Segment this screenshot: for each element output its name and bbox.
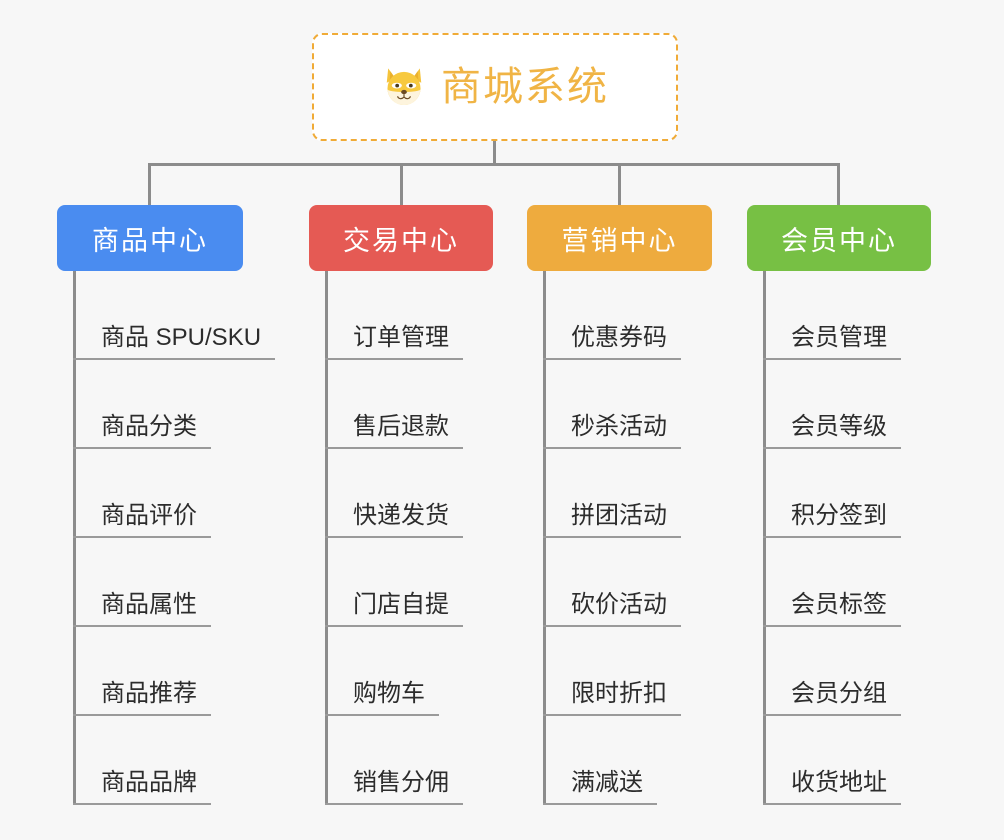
list-item[interactable]: 满减送 xyxy=(543,716,757,805)
spine-3 xyxy=(543,271,546,805)
list-item[interactable]: 秒杀活动 xyxy=(543,360,757,449)
leaf-label: 购物车 xyxy=(325,680,439,716)
category-column-会员中心: 会员中心 会员管理 会员等级 积分签到 会员标签 会员分组 收货地址 xyxy=(747,205,977,805)
list-item[interactable]: 会员标签 xyxy=(763,538,977,627)
leaf-list-4: 会员管理 会员等级 积分签到 会员标签 会员分组 收货地址 xyxy=(747,271,977,805)
spine-4 xyxy=(763,271,766,805)
leaf-list-3: 优惠券码 秒杀活动 拼团活动 砍价活动 限时折扣 满减送 xyxy=(527,271,757,805)
list-item[interactable]: 售后退款 xyxy=(325,360,539,449)
leaf-label: 商品属性 xyxy=(73,591,211,627)
root-node-shop-system[interactable]: 商城系统 xyxy=(312,33,678,141)
list-item[interactable]: 会员分组 xyxy=(763,627,977,716)
leaf-label: 商品分类 xyxy=(73,413,211,449)
leaf-label: 拼团活动 xyxy=(543,502,681,538)
leaf-label: 商品品牌 xyxy=(73,769,211,805)
leaf-label: 积分签到 xyxy=(763,502,901,538)
leaf-label: 快递发货 xyxy=(325,502,463,538)
category-label-2: 交易中心 xyxy=(343,225,459,256)
leaf-label: 售后退款 xyxy=(325,413,463,449)
connector-root-stem xyxy=(493,141,496,165)
spine-2 xyxy=(325,271,328,805)
list-item[interactable]: 限时折扣 xyxy=(543,627,757,716)
leaf-label: 优惠券码 xyxy=(543,324,681,360)
category-box-3[interactable]: 营销中心 xyxy=(527,205,712,271)
category-label-1: 商品中心 xyxy=(92,225,208,256)
list-item[interactable]: 商品品牌 xyxy=(73,716,307,805)
list-item[interactable]: 积分签到 xyxy=(763,449,977,538)
leaf-label: 订单管理 xyxy=(325,324,463,360)
category-column-营销中心: 营销中心 优惠券码 秒杀活动 拼团活动 砍价活动 限时折扣 满减送 xyxy=(527,205,757,805)
category-box-1[interactable]: 商品中心 xyxy=(57,205,243,271)
leaf-label: 商品 SPU/SKU xyxy=(73,324,276,360)
list-item[interactable]: 商品分类 xyxy=(73,360,307,449)
category-box-4[interactable]: 会员中心 xyxy=(747,205,931,271)
leaf-label: 满减送 xyxy=(543,769,657,805)
leaf-label: 砍价活动 xyxy=(543,591,681,627)
list-item[interactable]: 砍价活动 xyxy=(543,538,757,627)
category-column-商品中心: 商品中心 商品 SPU/SKU 商品分类 商品评价 商品属性 商品推荐 商品品牌 xyxy=(57,205,307,805)
category-column-交易中心: 交易中心 订单管理 售后退款 快递发货 门店自提 购物车 销售分佣 xyxy=(309,205,539,805)
leaf-label: 门店自提 xyxy=(325,591,463,627)
root-node-title: 商城系统 xyxy=(441,65,609,109)
list-item[interactable]: 优惠券码 xyxy=(543,271,757,360)
leaf-label: 销售分佣 xyxy=(325,769,463,805)
shiba-dog-face-icon xyxy=(386,68,422,105)
category-box-2[interactable]: 交易中心 xyxy=(309,205,493,271)
leaf-label: 秒杀活动 xyxy=(543,413,681,449)
category-label-4: 会员中心 xyxy=(781,225,897,256)
category-label-3: 营销中心 xyxy=(561,225,678,256)
list-item[interactable]: 门店自提 xyxy=(325,538,539,627)
list-item[interactable]: 销售分佣 xyxy=(325,716,539,805)
leaf-list-1: 商品 SPU/SKU 商品分类 商品评价 商品属性 商品推荐 商品品牌 xyxy=(57,271,307,805)
list-item[interactable]: 商品 SPU/SKU xyxy=(73,271,307,360)
leaf-label: 收货地址 xyxy=(763,769,901,805)
leaf-list-2: 订单管理 售后退款 快递发货 门店自提 购物车 销售分佣 xyxy=(309,271,539,805)
list-item[interactable]: 收货地址 xyxy=(763,716,977,805)
leaf-label: 会员分组 xyxy=(763,680,901,716)
leaf-label: 会员标签 xyxy=(763,591,901,627)
connector-horizontal-bus xyxy=(148,163,840,166)
connector-drop-4 xyxy=(837,163,840,205)
list-item[interactable]: 会员管理 xyxy=(763,271,977,360)
list-item[interactable]: 拼团活动 xyxy=(543,449,757,538)
list-item[interactable]: 商品评价 xyxy=(73,449,307,538)
leaf-label: 限时折扣 xyxy=(543,680,681,716)
list-item[interactable]: 购物车 xyxy=(325,627,539,716)
leaf-label: 商品推荐 xyxy=(73,680,211,716)
spine-1 xyxy=(73,271,76,805)
list-item[interactable]: 会员等级 xyxy=(763,360,977,449)
leaf-label: 会员等级 xyxy=(763,413,901,449)
leaf-label: 商品评价 xyxy=(73,502,211,538)
connector-drop-2 xyxy=(400,163,403,205)
connector-drop-1 xyxy=(148,163,151,205)
leaf-label: 会员管理 xyxy=(763,324,901,360)
list-item[interactable]: 商品推荐 xyxy=(73,627,307,716)
list-item[interactable]: 订单管理 xyxy=(325,271,539,360)
connector-drop-3 xyxy=(618,163,621,205)
list-item[interactable]: 商品属性 xyxy=(73,538,307,627)
list-item[interactable]: 快递发货 xyxy=(325,449,539,538)
